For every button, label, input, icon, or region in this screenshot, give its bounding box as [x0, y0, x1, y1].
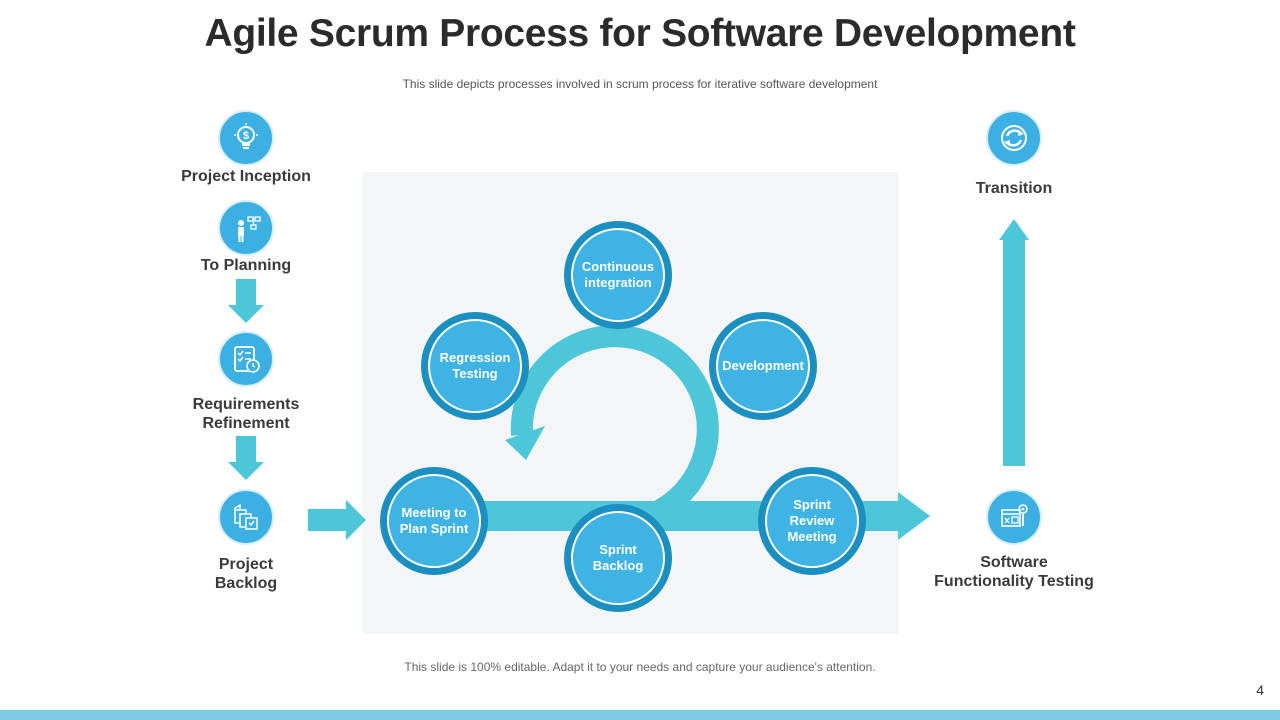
node-text: Development: [722, 358, 804, 373]
step-project-backlog: Project Backlog: [146, 555, 346, 593]
node-text: Meeting: [787, 529, 837, 544]
transition-arrowhead: [999, 219, 1029, 240]
node-text: Testing: [452, 366, 498, 381]
node-text: Regression: [439, 350, 511, 365]
node-text: Sprint: [599, 542, 637, 557]
step-label-line: Software: [980, 554, 1048, 571]
page-number: 4: [1256, 682, 1264, 698]
step-software-functionality-testing: Software Functionality Testing: [914, 553, 1114, 591]
checklist-clock-icon: [218, 331, 274, 387]
step-requirements-refinement: Requirements Refinement: [146, 395, 346, 433]
down-arrow-requirements: [228, 436, 264, 480]
svg-text:$: $: [243, 130, 249, 142]
slide-title: Agile Scrum Process for Software Develop…: [204, 12, 1076, 55]
software-test-icon: [986, 489, 1042, 545]
step-label-line: Functionality Testing: [934, 573, 1094, 590]
bottom-accent-bar: [0, 710, 1280, 720]
right-arrow-backlog: [308, 500, 366, 540]
slide-subtitle: This slide depicts processes involved in…: [402, 77, 878, 91]
step-to-planning: To Planning: [146, 256, 346, 275]
slide-footer-note: This slide is 100% editable. Adapt it to…: [404, 660, 876, 674]
step-project-inception: Project Inception: [146, 167, 346, 186]
refresh-cycle-icon: [986, 110, 1042, 166]
node-text: Meeting to: [401, 505, 467, 520]
person-flowchart-icon: [218, 200, 274, 256]
step-transition: Transition: [914, 179, 1114, 198]
node-text: integration: [584, 275, 652, 290]
step-label-line: Backlog: [214, 575, 278, 592]
step-label-line: To Planning: [200, 257, 292, 274]
node-text: Backlog: [592, 558, 644, 573]
transition-shaft: [1003, 236, 1025, 466]
sprint-flow-arrowhead: [898, 492, 930, 540]
iteration-loop-arrowhead: [505, 426, 545, 460]
down-arrow-planning: [228, 279, 264, 323]
node-text: Review: [789, 513, 835, 528]
step-label-line: Requirements: [192, 396, 300, 413]
lightbulb-dollar-icon: $: [218, 110, 274, 166]
documents-stack-icon: [218, 489, 274, 545]
step-label-line: Project Inception: [181, 168, 311, 185]
step-label-line: Transition: [975, 180, 1053, 197]
node-text: Plan Sprint: [399, 521, 469, 536]
node-face: Development: [716, 319, 810, 413]
node-text: Continuous: [581, 259, 655, 274]
node-text: Sprint: [793, 497, 831, 512]
step-label-line: Refinement: [202, 415, 290, 432]
node-development: Development: [709, 312, 817, 420]
step-label-line: Project: [218, 556, 274, 573]
iteration-loop-arc: [510, 325, 719, 527]
